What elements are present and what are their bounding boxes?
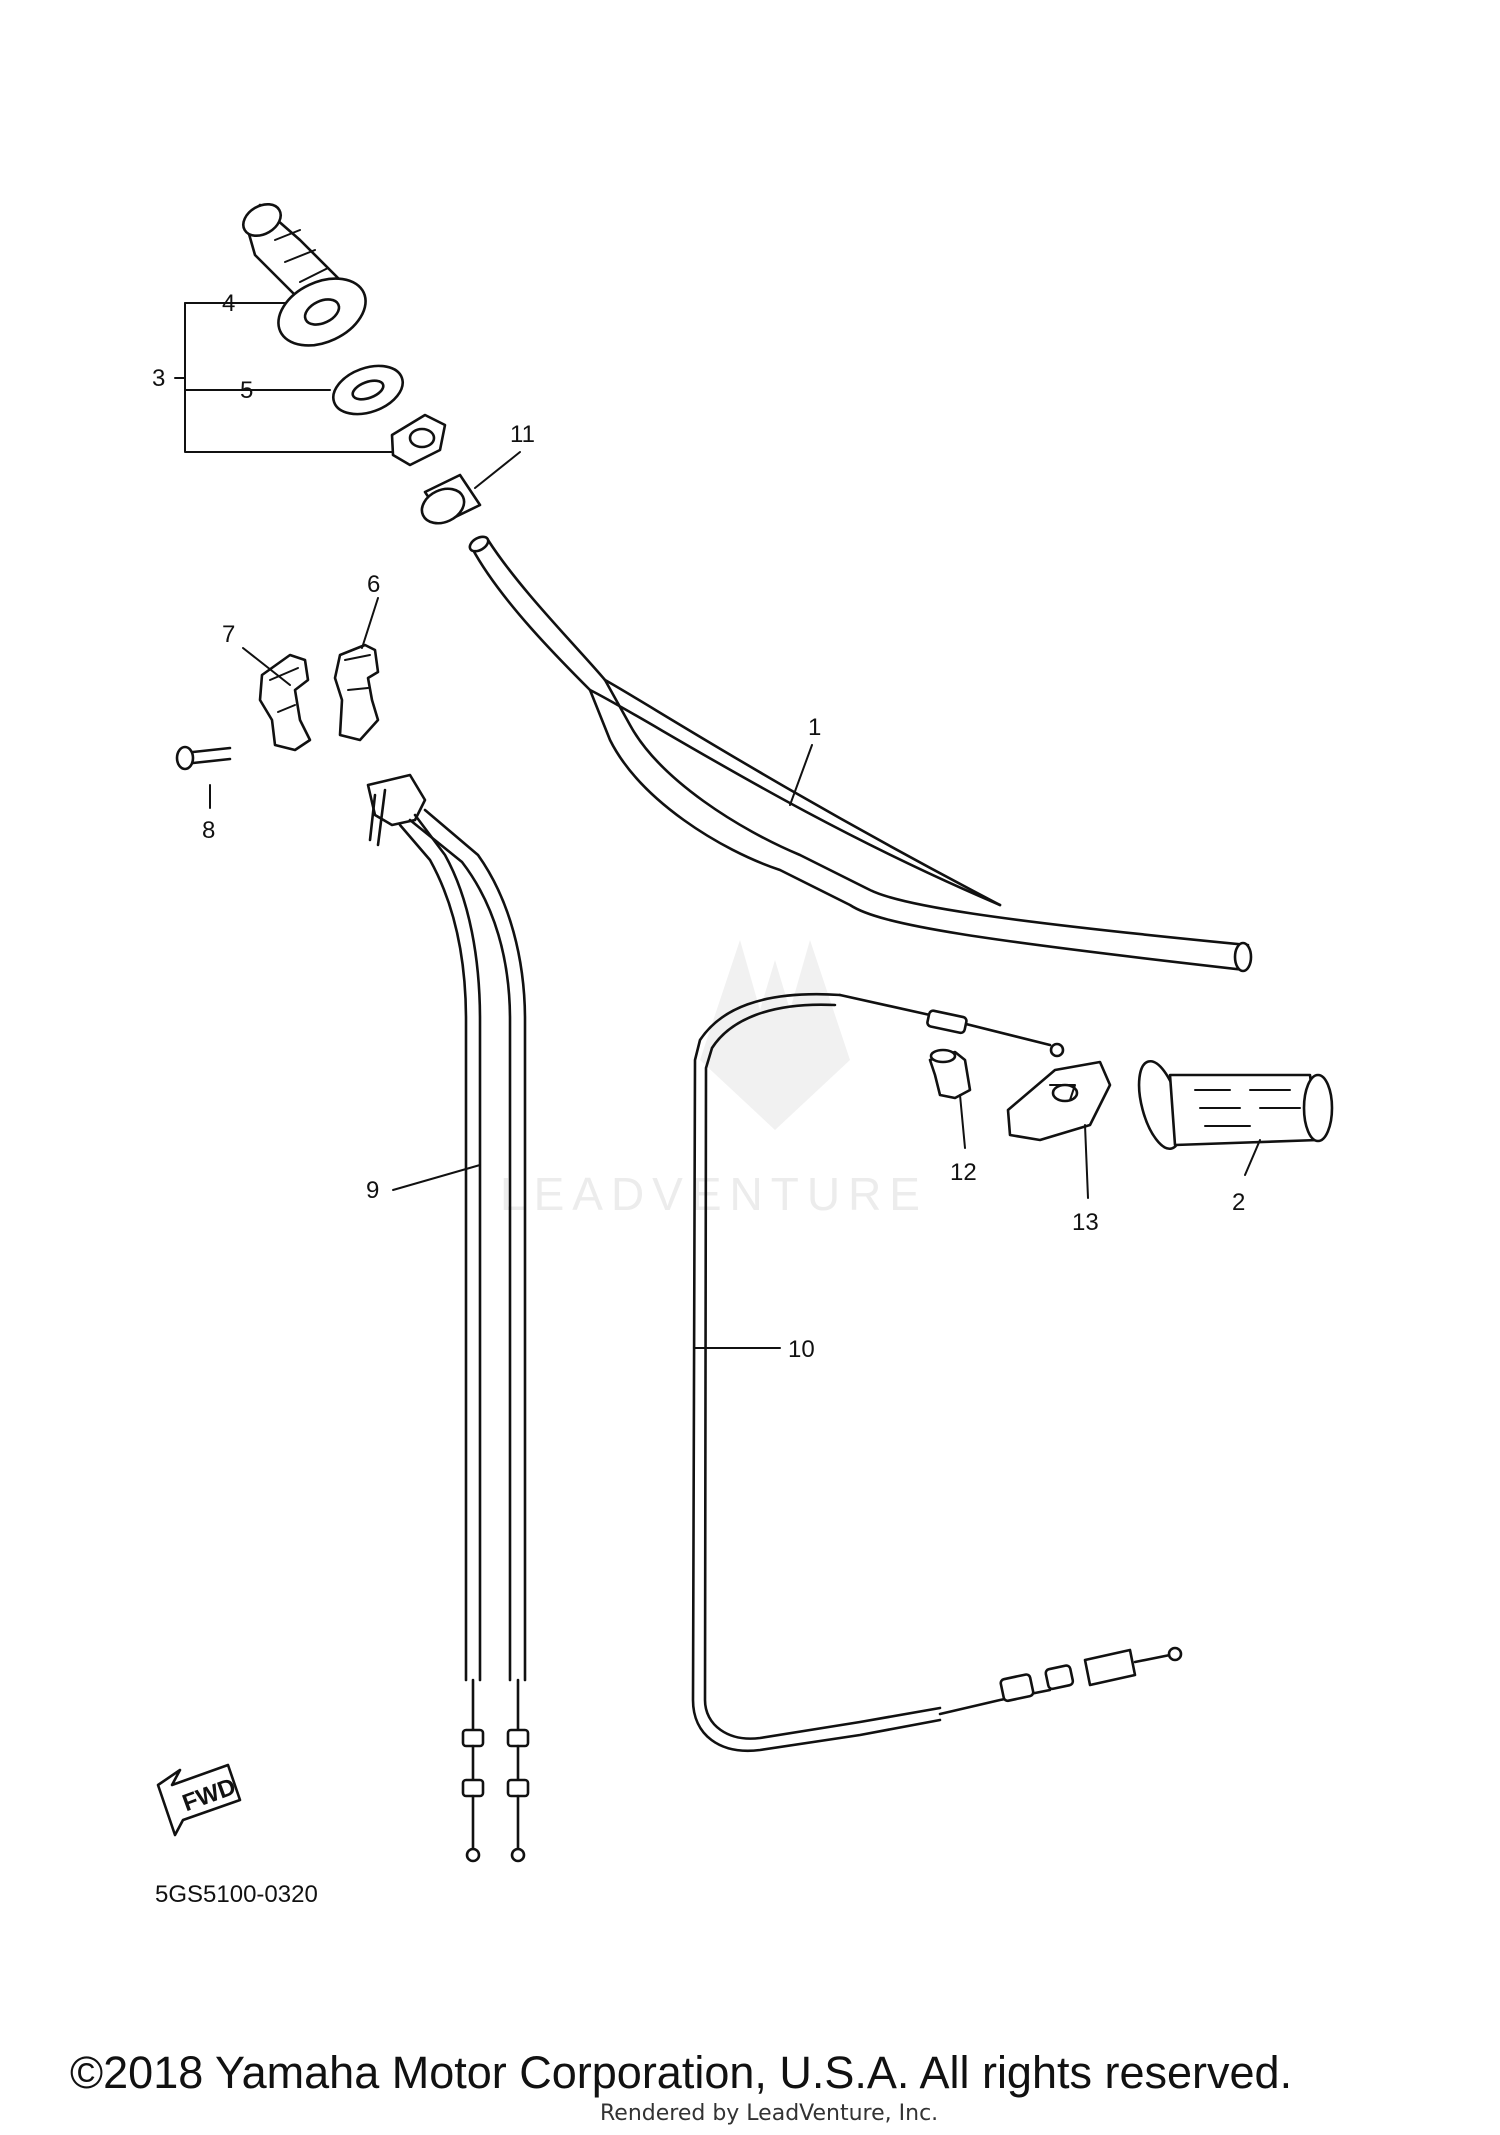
rendered-by: Rendered by LeadVenture, Inc. — [600, 2101, 938, 2126]
callout-10: 10 — [788, 1336, 815, 1363]
callout-4: 4 — [222, 290, 235, 317]
callout-6: 6 — [367, 571, 380, 598]
callout-13: 13 — [1072, 1209, 1099, 1236]
clamp-lower[interactable] — [258, 653, 312, 752]
callout-labels: 1 2 3 4 5 6 7 8 9 10 11 12 13 — [152, 290, 1245, 1363]
throttle-cables[interactable] — [366, 773, 530, 1863]
washer[interactable] — [327, 357, 410, 423]
callout-9: 9 — [366, 1177, 379, 1204]
lever-holder[interactable] — [1006, 1060, 1112, 1142]
fwd-arrow: FWD — [156, 1763, 242, 1837]
callout-12: 12 — [950, 1159, 977, 1186]
callout-7: 7 — [222, 621, 235, 648]
clamp-bolt[interactable] — [175, 745, 232, 771]
left-grip[interactable] — [238, 198, 377, 359]
leader-lines — [174, 302, 1261, 1349]
callout-11: 11 — [510, 421, 535, 448]
callout-8: 8 — [202, 817, 215, 844]
clutch-cable[interactable] — [691, 992, 1183, 1753]
cable-adjuster[interactable] — [928, 1048, 972, 1100]
callout-3: 3 — [152, 365, 165, 392]
watermark-flame-logo — [700, 940, 850, 1130]
callout-5: 5 — [240, 377, 253, 404]
clamp-upper[interactable] — [333, 643, 380, 742]
grip-collar[interactable] — [390, 413, 447, 467]
diagram-code: 5GS5100-0320 — [155, 1881, 318, 1908]
right-grip[interactable] — [1131, 1057, 1334, 1153]
handlebar[interactable] — [467, 534, 1253, 973]
callout-2: 2 — [1232, 1189, 1245, 1216]
callout-1: 1 — [808, 714, 821, 741]
leadventure-watermark: LEADVENTURE — [500, 940, 928, 1220]
watermark-text: LEADVENTURE — [500, 1168, 928, 1220]
bushing[interactable] — [416, 473, 482, 530]
copyright-notice: ©2018 Yamaha Motor Corporation, U.S.A. A… — [70, 2047, 1292, 2098]
